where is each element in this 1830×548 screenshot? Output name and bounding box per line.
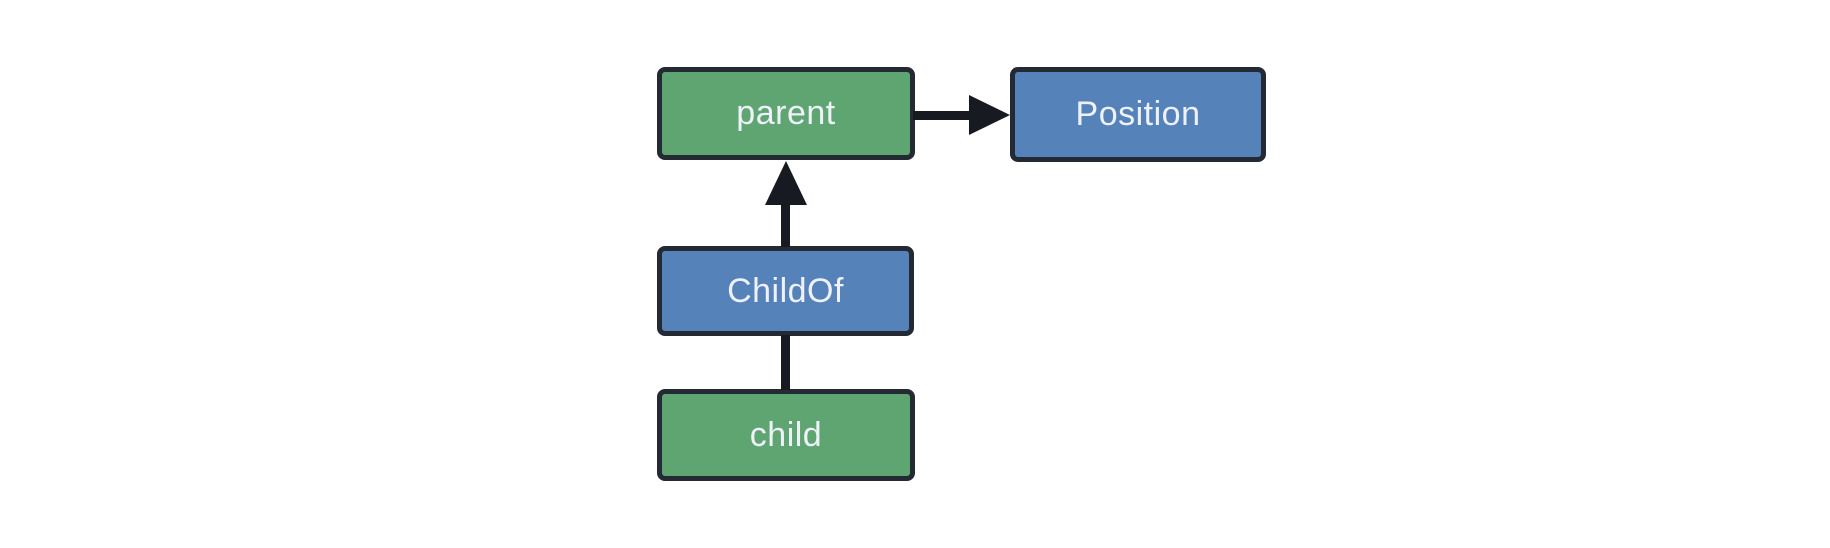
edge-childof-to-parent-shaft (781, 201, 790, 247)
node-child-label: child (749, 415, 823, 454)
edge-child-to-childof-line (781, 335, 790, 390)
arrowhead-right-icon (969, 95, 1010, 135)
node-parent-label: parent (736, 94, 836, 132)
node-childof: ChildOf (657, 246, 914, 336)
node-childof-label: ChildOf (727, 271, 844, 310)
arrowhead-up-icon (765, 161, 807, 205)
node-parent: parent (657, 67, 915, 160)
node-position-label: Position (1075, 95, 1201, 133)
node-position: Position (1010, 67, 1266, 162)
node-child: child (657, 389, 915, 481)
edge-parent-to-position-shaft (913, 111, 973, 120)
